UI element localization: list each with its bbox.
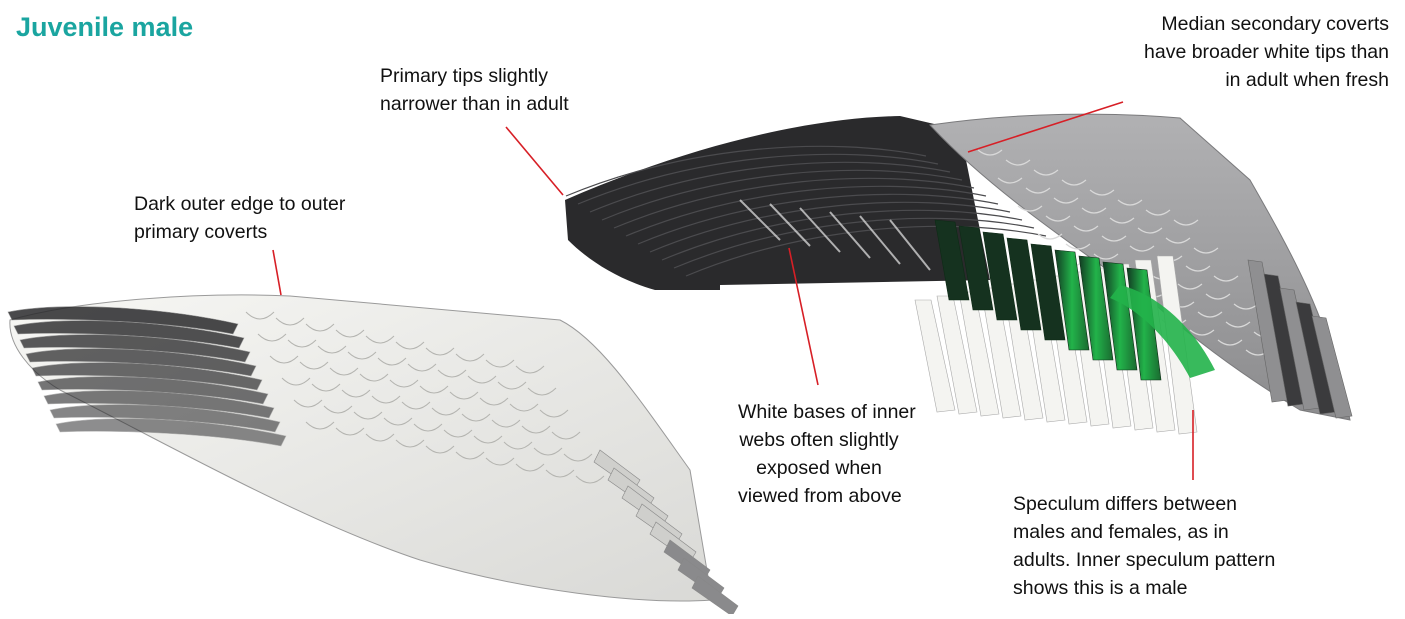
right-wing (565, 114, 1352, 434)
annotation-line: White bases of inner (738, 398, 900, 426)
annotation-line: Primary tips slightly (380, 62, 569, 90)
annotation-speculum: Speculum differs between males and femal… (1013, 490, 1275, 602)
annotation-line: Dark outer edge to outer (134, 190, 345, 218)
left-wing (8, 295, 738, 614)
annotation-dark-outer-edge: Dark outer edge to outer primary coverts (134, 190, 345, 246)
annotation-line: webs often slightly (738, 426, 900, 454)
annotation-line: narrower than in adult (380, 90, 569, 118)
annotation-white-bases: White bases of inner webs often slightly… (738, 398, 900, 510)
annotation-line: adults. Inner speculum pattern (1013, 546, 1275, 574)
leader-line-dark-outer-edge (273, 250, 281, 295)
annotation-line: shows this is a male (1013, 574, 1275, 602)
annotation-line: primary coverts (134, 218, 345, 246)
page-title: Juvenile male (16, 12, 193, 43)
annotation-line: viewed from above (738, 482, 900, 510)
annotation-primary-tips: Primary tips slightly narrower than in a… (380, 62, 569, 118)
annotation-line: have broader white tips than (1144, 38, 1389, 66)
annotation-line: males and females, as in (1013, 518, 1275, 546)
annotation-line: Speculum differs between (1013, 490, 1275, 518)
annotation-line: Median secondary coverts (1144, 10, 1389, 38)
leader-line-primary-tips (506, 127, 563, 195)
annotation-line: exposed when (738, 454, 900, 482)
annotation-line: in adult when fresh (1144, 66, 1389, 94)
annotation-median-coverts: Median secondary coverts have broader wh… (1144, 10, 1389, 94)
